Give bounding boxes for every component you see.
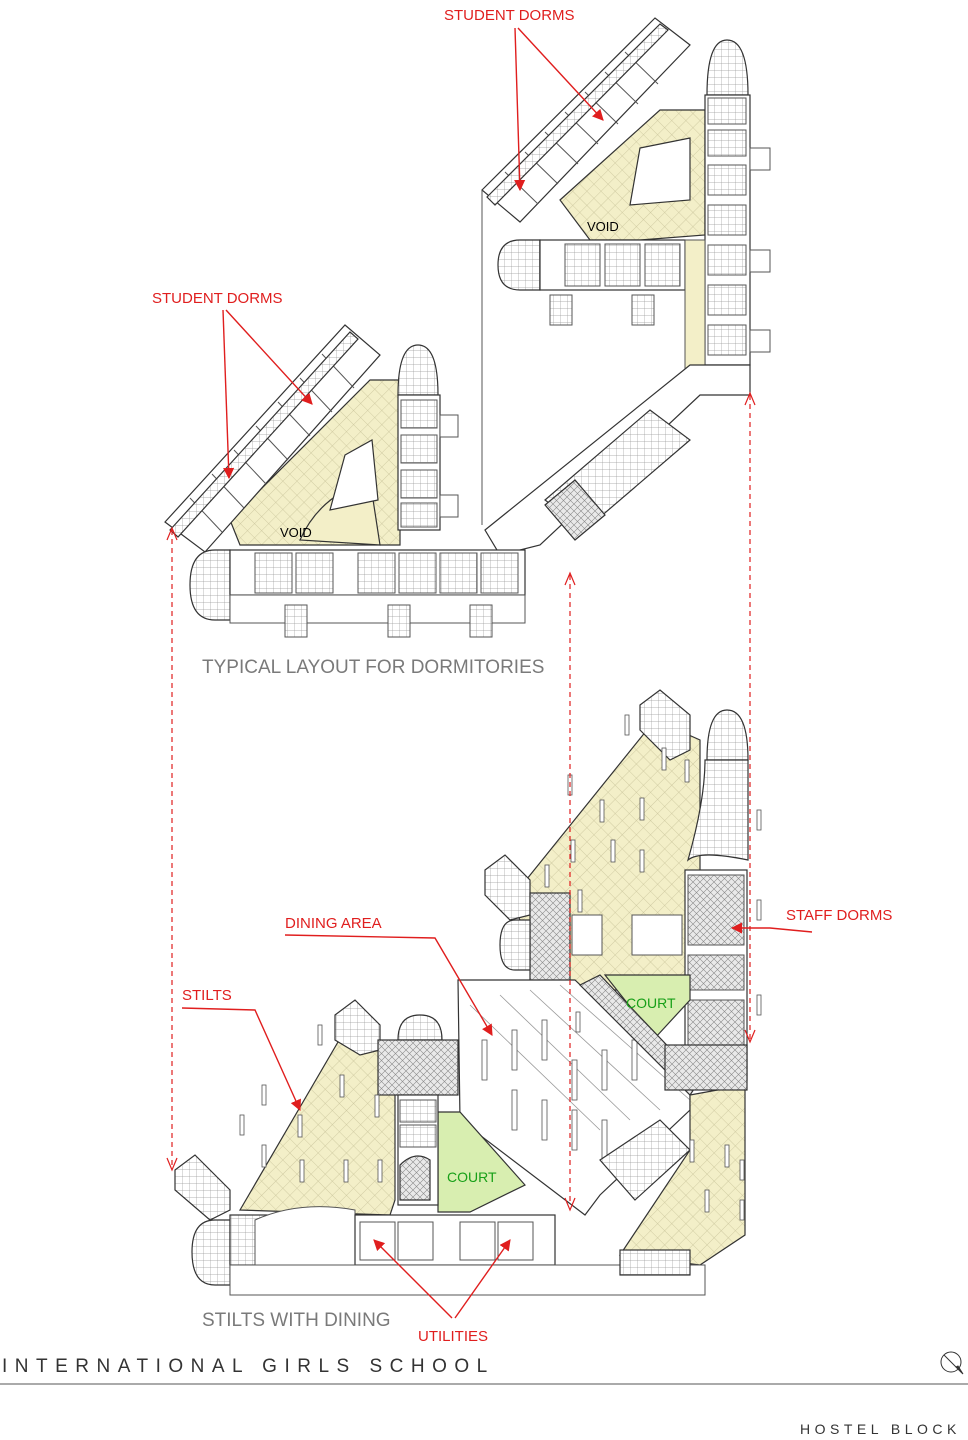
connector-stair (544, 479, 606, 541)
label-court-lower: COURT (447, 1169, 497, 1185)
label-student-dorms-left: STUDENT DORMS (152, 290, 283, 307)
footer: INTERNATIONAL GIRLS SCHOOL HOSTEL BLOCK (0, 1351, 968, 1437)
footer-subtitle: HOSTEL BLOCK (800, 1421, 961, 1437)
stilts-floor-lower (238, 1029, 396, 1216)
caption-typical-layout: TYPICAL LAYOUT FOR DORMITORIES (202, 657, 544, 678)
stair-tower-stilts (706, 709, 749, 761)
stilts-dining-plan (174, 689, 762, 1296)
right-curved-wall (686, 759, 749, 862)
alignment-lines (171, 395, 751, 1205)
upper-wing-round-end (497, 239, 541, 291)
bottom-right-room (619, 1249, 691, 1276)
annotation-leaders (181, 27, 813, 1319)
corner-pavilion-mid (484, 854, 531, 921)
label-dining-area: DINING AREA (285, 915, 382, 932)
stair-tower-upper (706, 39, 749, 96)
caption-stilts-dining: STILTS WITH DINING (202, 1310, 391, 1331)
dormitory-plan (164, 17, 771, 638)
lower-wing-round-end (189, 549, 231, 621)
dorm-strip-lower (164, 324, 381, 553)
alignment-arrowheads (166, 391, 756, 1212)
label-void-lower: VOID (280, 525, 312, 540)
dorm-strip-upper (481, 17, 691, 223)
left-service-block (377, 1039, 459, 1096)
lower-wing-void-cut (329, 439, 379, 511)
label-student-dorms-top: STUDENT DORMS (444, 7, 575, 24)
label-court-upper: COURT (626, 995, 676, 1011)
bottom-round-end (191, 1219, 231, 1286)
left-round-stair (399, 1155, 431, 1201)
right-stair-block (664, 1044, 748, 1091)
label-void-upper: VOID (587, 219, 619, 234)
label-staff-dorms: STAFF DORMS (786, 907, 892, 924)
stair-tower-left (397, 1014, 443, 1041)
label-utilities: UTILITIES (418, 1328, 488, 1345)
label-stilts: STILTS (182, 987, 232, 1004)
corner-pavilion-upper (639, 689, 691, 761)
corner-pavilion-far-left (174, 1154, 231, 1221)
dorm-balconies-upper (486, 23, 669, 206)
stair-tower-lower (397, 344, 439, 396)
footer-title: INTERNATIONAL GIRLS SCHOOL (2, 1356, 495, 1377)
stilt-columns (239, 714, 762, 1221)
north-arrow-icon (940, 1351, 964, 1375)
upper-wing-void (629, 137, 691, 206)
central-round-stair (499, 919, 531, 971)
